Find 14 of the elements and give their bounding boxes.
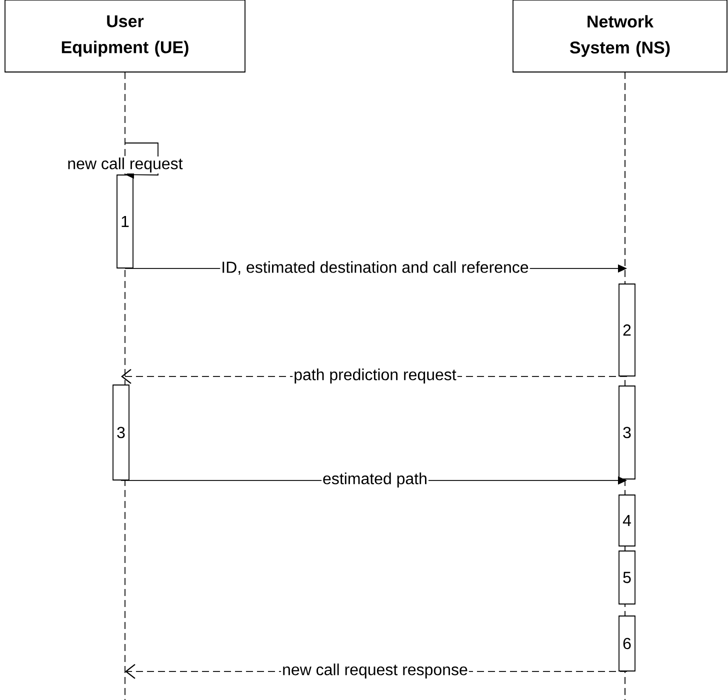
activation-bar: 1: [116, 174, 134, 268]
activation-bar: 6: [618, 616, 636, 672]
activation-bar: 3: [112, 384, 130, 480]
lifeline-header-box: Network System (NS): [512, 0, 728, 72]
message-label: new call request response: [281, 662, 469, 680]
activation-bar: 5: [618, 550, 636, 604]
message-label: ID, estimated destination and call reference: [220, 260, 530, 276]
message-label: path prediction request: [292, 368, 458, 384]
message-label: estimated path: [322, 472, 428, 488]
message-label: new call request: [66, 156, 184, 174]
activation-bar: 4: [618, 494, 636, 546]
activation-bar: 3: [618, 386, 636, 480]
activation-bar: 2: [618, 284, 636, 376]
lifeline-header-box: User Equipment (UE): [4, 0, 246, 72]
